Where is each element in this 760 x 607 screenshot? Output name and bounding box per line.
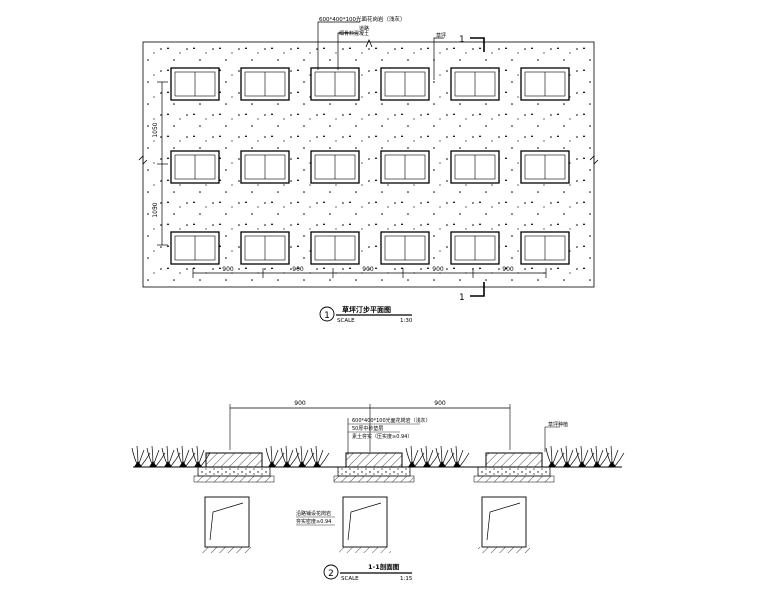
- grass-tuft: [450, 445, 470, 467]
- grass-tuft: [560, 445, 580, 467]
- section-mark-bottom: [470, 282, 485, 297]
- break-mark-right: [589, 155, 599, 165]
- section-leader-stone: 600*400*100光面花岗岩（浅灰）: [352, 417, 431, 424]
- section-stone: [193, 452, 275, 483]
- grass-tuft: [146, 445, 166, 467]
- grass-tufts: [131, 445, 625, 467]
- grass-tuft: [280, 445, 300, 467]
- stepping-stone: [170, 67, 220, 101]
- section-stones: [193, 452, 555, 483]
- grass-tuft: [191, 445, 211, 467]
- stepping-stone: [380, 150, 430, 184]
- dim-horizontal-2: 900: [292, 266, 304, 273]
- stepping-stone: [310, 67, 360, 101]
- leader-gravel-text: 细骨料混凝土: [339, 30, 369, 37]
- grass-tuft: [405, 445, 425, 467]
- leader-stone-text: 600*400*100光面花岗岩（浅灰）: [319, 15, 406, 23]
- section-dim-1: 900: [294, 400, 306, 407]
- section-stone: [473, 452, 555, 483]
- section-mark-top-label: 1: [459, 35, 465, 45]
- dim-vertical-1: 1050: [152, 122, 159, 137]
- dim-horizontal-1: 900: [222, 266, 234, 273]
- section-scale-value: 1:15: [400, 576, 413, 582]
- section-leader-grass: 草坪种植: [548, 421, 568, 428]
- leader-grass-text: 草坪: [436, 32, 446, 39]
- stepping-stone: [240, 67, 290, 101]
- dim-horizontal-3: 900: [362, 266, 374, 273]
- leader-stone: [317, 21, 360, 70]
- stepping-stone: [520, 67, 570, 101]
- edge-detail: [201, 496, 253, 553]
- detail-note-2: 夯实密度≥0.94: [296, 518, 331, 525]
- plan-scale-value: 1:30: [400, 318, 413, 324]
- grass-tuft: [575, 445, 595, 467]
- edge-detail: [478, 496, 530, 553]
- section-dim-2: 900: [434, 400, 446, 407]
- plan-title-name: 草坪汀步平面图: [342, 305, 391, 314]
- section-leader-soil: 素土夯实（压实度≥0.94）: [352, 433, 412, 440]
- plan-title-number: 1: [324, 311, 330, 321]
- dim-vertical-2: 1050: [152, 202, 159, 217]
- section-title-circle: [323, 564, 339, 580]
- stepping-stone: [520, 231, 570, 265]
- grass-tuft: [590, 445, 610, 467]
- section-leader-sand: 50厚中砂垫层: [352, 425, 383, 432]
- stepping-stone: [170, 231, 220, 265]
- section-mark-top: [470, 37, 485, 52]
- grass-tuft: [131, 445, 151, 467]
- stepping-stone: [170, 150, 220, 184]
- edge-detail: [339, 496, 391, 553]
- section-view: 900 900 600*400*100光面花岗岩（浅灰） 50厚中砂垫层 素土夯…: [131, 400, 625, 582]
- leader-grass: [433, 37, 444, 80]
- grass-tuft: [420, 445, 440, 467]
- stepping-stone: [380, 231, 430, 265]
- stepping-stone: [310, 150, 360, 184]
- stepping-stone: [380, 67, 430, 101]
- break-mark-top: [365, 38, 373, 48]
- stepping-stone: [450, 67, 500, 101]
- section-mark-bottom-label: 1: [459, 293, 465, 303]
- dim-horizontal-5: 900: [502, 266, 514, 273]
- break-mark-left: [138, 155, 148, 165]
- plan-scale-label: SCALE: [337, 318, 355, 324]
- grass-tuft: [435, 445, 455, 467]
- plan-title-circle: [319, 306, 335, 322]
- stepping-stone: [450, 231, 500, 265]
- stepping-stone: [450, 150, 500, 184]
- stepping-stones: [170, 67, 570, 265]
- leader-stone-2: [337, 32, 358, 70]
- grass-tuft: [295, 445, 315, 467]
- section-title-number: 2: [328, 569, 334, 579]
- grass-tuft: [265, 445, 285, 467]
- stepping-stone: [240, 150, 290, 184]
- plan-view: 1050 1050 900 900 900 900 900 600*400*10…: [138, 15, 599, 324]
- stepping-stone: [240, 231, 290, 265]
- grass-tuft: [545, 445, 565, 467]
- stepping-stone: [310, 231, 360, 265]
- edge-details: [201, 496, 530, 553]
- grass-tuft: [310, 445, 330, 467]
- detail-note-1: 沿路铺设花岗岩: [296, 510, 331, 517]
- grass-tuft: [605, 445, 625, 467]
- stepping-stone: [520, 150, 570, 184]
- grass-tuft: [176, 445, 196, 467]
- leader-stone-2-text: 道路: [359, 25, 369, 32]
- grass-tuft: [161, 445, 181, 467]
- dim-horizontal-4: 900: [432, 266, 444, 273]
- section-scale-label: SCALE: [341, 576, 359, 582]
- section-title-name: 1-1剖面图: [368, 562, 400, 571]
- section-stone: [333, 452, 415, 483]
